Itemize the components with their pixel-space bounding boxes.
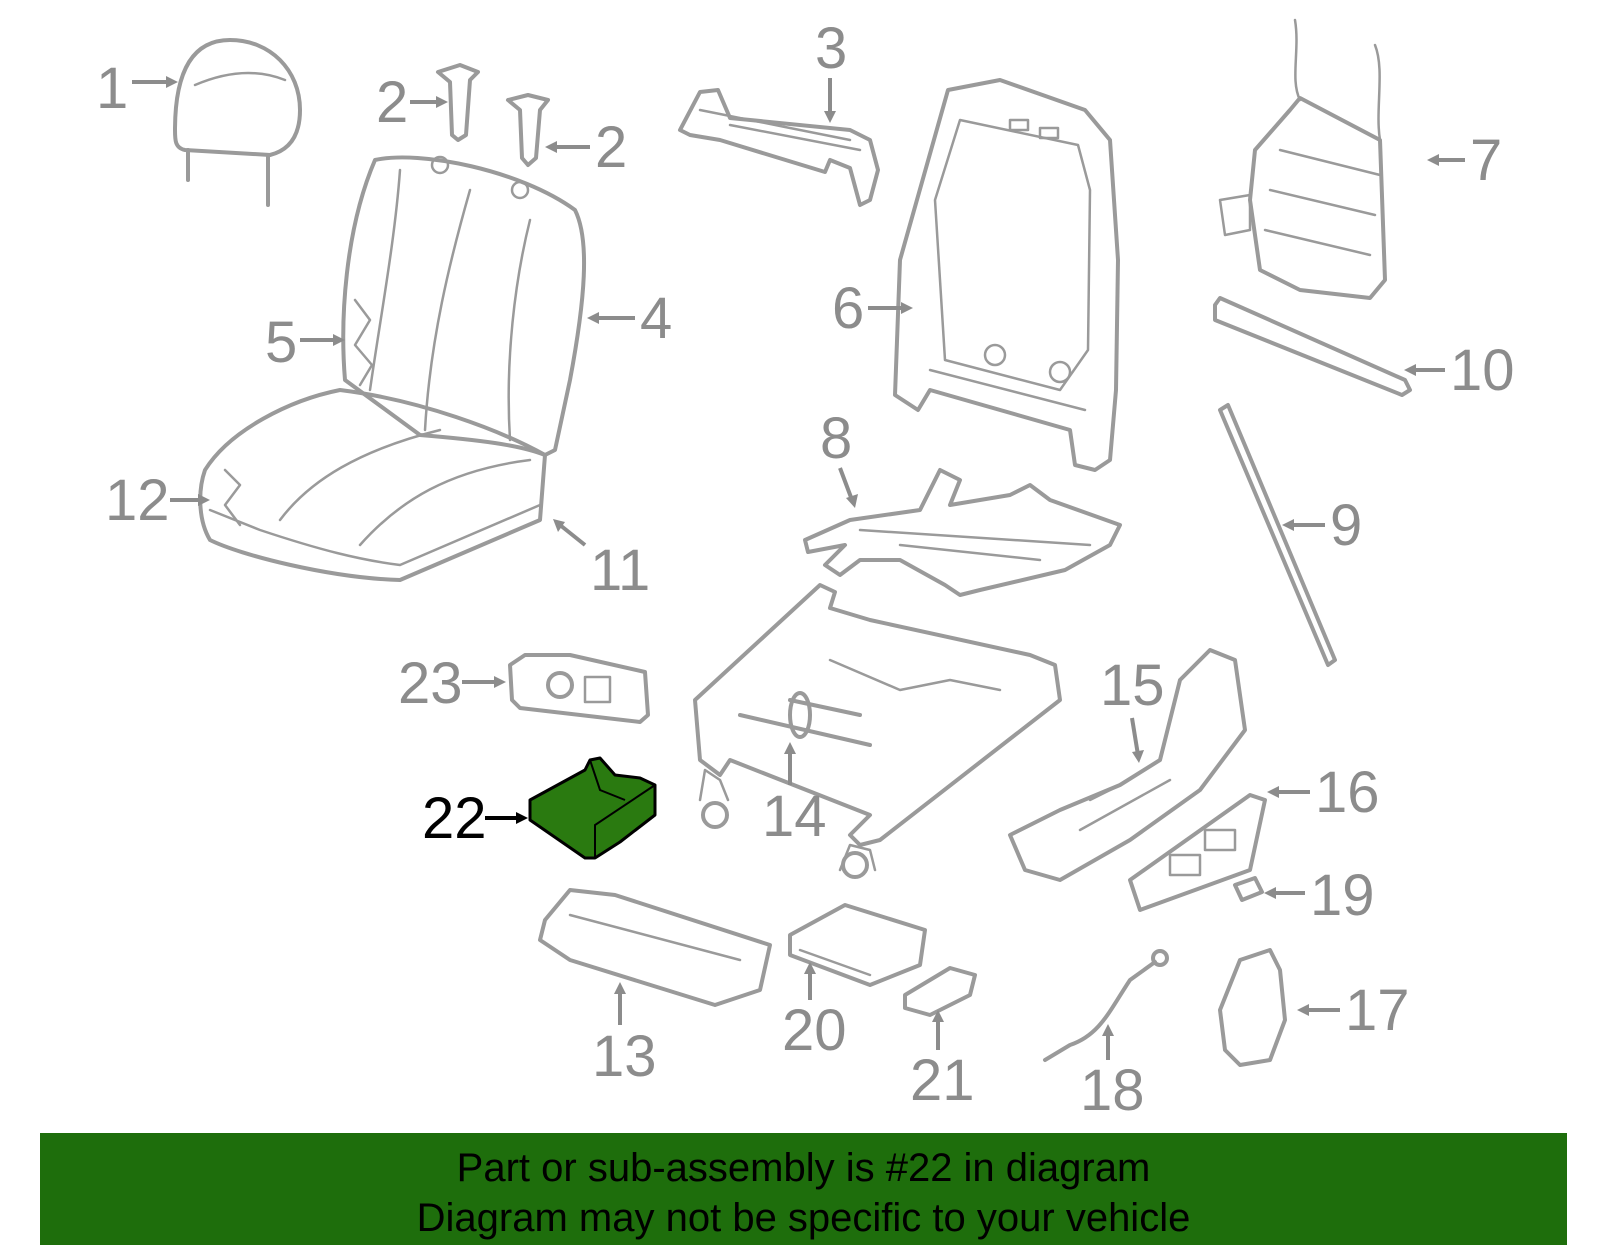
part-switch-bezel[interactable] <box>1128 793 1267 912</box>
svg-text:6: 6 <box>832 276 864 341</box>
callout-3: 3 <box>815 16 847 123</box>
callout-5: 5 <box>265 310 345 375</box>
part-cross-member[interactable] <box>1213 296 1412 397</box>
callout-20: 20 <box>782 962 847 1063</box>
svg-text:7: 7 <box>1470 128 1502 193</box>
callout-6: 6 <box>832 276 913 341</box>
callout-12: 12 <box>105 468 210 533</box>
part-cable[interactable] <box>1043 949 1169 1062</box>
callout-18: 18 <box>1080 1024 1145 1123</box>
svg-text:12: 12 <box>105 468 170 533</box>
part-seat-shield[interactable] <box>538 888 772 1007</box>
callout-8: 8 <box>820 406 858 508</box>
part-seat-back-frame[interactable] <box>893 78 1120 472</box>
callout-11: 11 <box>553 519 650 603</box>
svg-text:8: 8 <box>820 406 852 471</box>
svg-text:2: 2 <box>376 70 408 135</box>
callout-22: 22 <box>422 786 528 851</box>
svg-text:11: 11 <box>590 538 650 603</box>
part-headrest-guide-a[interactable] <box>436 63 480 142</box>
callout-2a: 2 <box>376 70 448 135</box>
part-trim-strip[interactable] <box>1218 403 1337 667</box>
callout-16: 16 <box>1267 760 1380 825</box>
part-side-shield[interactable] <box>1008 648 1247 882</box>
callout-4: 4 <box>587 286 672 351</box>
part-small-module[interactable] <box>903 966 977 1017</box>
banner-line-2: Diagram may not be specific to your vehi… <box>416 1196 1191 1240</box>
svg-text:19: 19 <box>1310 863 1375 928</box>
part-headrest[interactable] <box>173 38 302 207</box>
svg-text:10: 10 <box>1450 338 1515 403</box>
callout-15: 15 <box>1100 653 1165 763</box>
svg-text:2: 2 <box>595 115 627 180</box>
svg-text:22: 22 <box>422 786 487 851</box>
part-switch[interactable] <box>1233 876 1264 902</box>
callout-17: 17 <box>1297 978 1410 1043</box>
svg-text:23: 23 <box>398 651 463 716</box>
part-seat-cushion-cover[interactable] <box>198 388 547 582</box>
callout-7: 7 <box>1427 128 1502 193</box>
callout-14: 14 <box>762 742 827 849</box>
part-recliner-cover[interactable] <box>1218 948 1287 1067</box>
svg-text:16: 16 <box>1315 760 1380 825</box>
part-bracket[interactable] <box>678 88 880 207</box>
svg-text:4: 4 <box>640 286 672 351</box>
callout-21: 21 <box>910 1010 975 1113</box>
svg-text:1: 1 <box>96 56 128 121</box>
callout-2b: 2 <box>545 115 627 180</box>
callout-19: 19 <box>1264 863 1375 928</box>
info-banner: Part or sub-assembly is #22 in diagram D… <box>40 1133 1567 1245</box>
part-control-module[interactable] <box>788 903 927 987</box>
callout-13: 13 <box>592 982 657 1089</box>
part-headrest-guide-b[interactable] <box>506 93 550 167</box>
callout-1: 1 <box>96 56 178 121</box>
callout-23: 23 <box>398 651 506 716</box>
part-seat-back-cover[interactable] <box>341 155 587 457</box>
svg-text:15: 15 <box>1100 653 1165 718</box>
svg-text:9: 9 <box>1330 493 1362 558</box>
part-cushion-suspension[interactable] <box>803 468 1122 597</box>
part-lumbar-support[interactable] <box>1218 18 1387 300</box>
svg-text:20: 20 <box>782 998 847 1063</box>
part-switch-housing[interactable] <box>508 653 650 724</box>
svg-text:14: 14 <box>762 784 827 849</box>
banner-line-1: Part or sub-assembly is #22 in diagram <box>456 1146 1151 1190</box>
svg-text:13: 13 <box>592 1024 657 1089</box>
svg-text:21: 21 <box>910 1048 975 1113</box>
svg-text:18: 18 <box>1080 1058 1145 1123</box>
callout-9: 9 <box>1282 493 1362 558</box>
svg-text:5: 5 <box>265 310 297 375</box>
svg-text:3: 3 <box>815 16 847 81</box>
callout-10: 10 <box>1404 338 1515 403</box>
part-seat-track-frame[interactable] <box>693 583 1062 879</box>
part-22-highlighted[interactable] <box>528 756 657 860</box>
svg-text:17: 17 <box>1345 978 1410 1043</box>
